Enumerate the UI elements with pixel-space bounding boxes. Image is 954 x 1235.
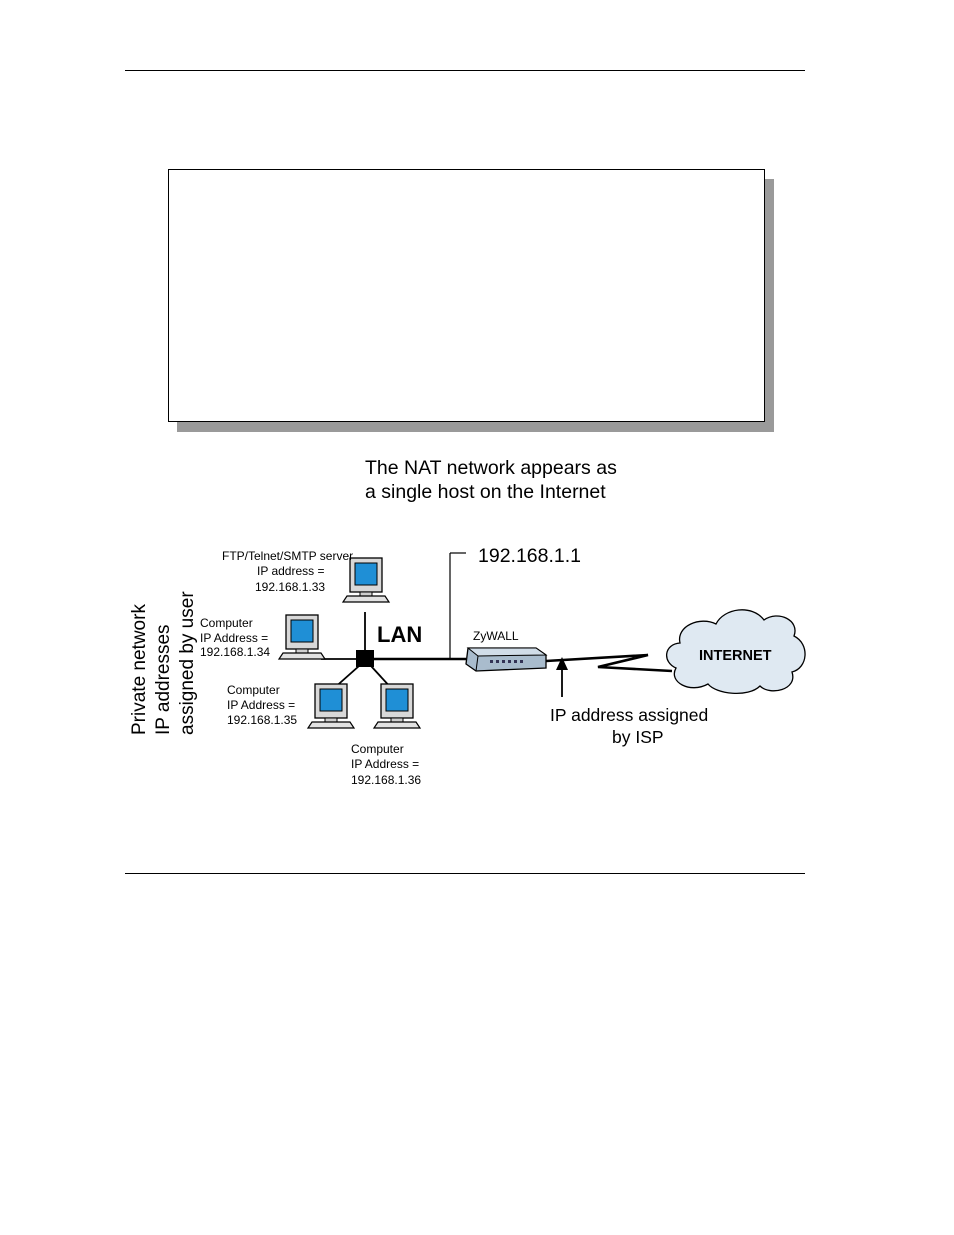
server-computer-icon	[342, 557, 390, 603]
computer-36-label-line-2: IP Address =	[351, 757, 419, 771]
caption-line-2: a single host on the Internet	[365, 481, 606, 503]
top-rule	[125, 70, 805, 71]
computer-34-label-line-3: 192.168.1.34	[200, 645, 270, 659]
private-network-line-1: Private network	[129, 604, 150, 735]
wan-link	[545, 653, 673, 673]
bottom-rule	[125, 873, 805, 874]
empty-box	[168, 169, 765, 422]
computer-35-label-line-2: IP Address =	[227, 698, 295, 712]
computer-36-icon	[373, 683, 421, 729]
computer-34-label-line-2: IP Address =	[200, 631, 268, 645]
computer-35-label-line-3: 192.168.1.35	[227, 713, 297, 727]
lan-label: LAN	[377, 622, 422, 647]
computer-35-label-line-1: Computer	[227, 683, 280, 697]
server-label-line-2: IP address =	[257, 564, 325, 578]
isp-line-1: IP address assigned	[550, 705, 708, 725]
router-ip: 192.168.1.1	[478, 545, 581, 567]
internet-cloud-icon	[666, 609, 806, 694]
caption-line-1: The NAT network appears as	[365, 457, 617, 479]
router-label: ZyWALL	[473, 629, 519, 643]
computer-35-icon	[307, 683, 355, 729]
private-network-line-2: IP addresses	[153, 624, 174, 735]
computer-36-label-line-1: Computer	[351, 742, 404, 756]
computer-34-label-line-1: Computer	[200, 616, 253, 630]
isp-arrow-head	[556, 657, 568, 670]
computer-34-icon	[278, 614, 326, 660]
server-label-line-1: FTP/Telnet/SMTP server	[222, 549, 353, 563]
private-network-label: Private network IP addresses assigned by…	[129, 591, 198, 735]
private-network-line-3: assigned by user	[177, 591, 198, 735]
isp-line-2: by ISP	[612, 727, 664, 747]
router-icon	[465, 647, 548, 672]
computer-36-label-line-3: 192.168.1.36	[351, 773, 421, 787]
internet-label: INTERNET	[699, 648, 772, 664]
server-label-line-3: 192.168.1.33	[255, 580, 325, 594]
lan-hub	[356, 650, 374, 667]
